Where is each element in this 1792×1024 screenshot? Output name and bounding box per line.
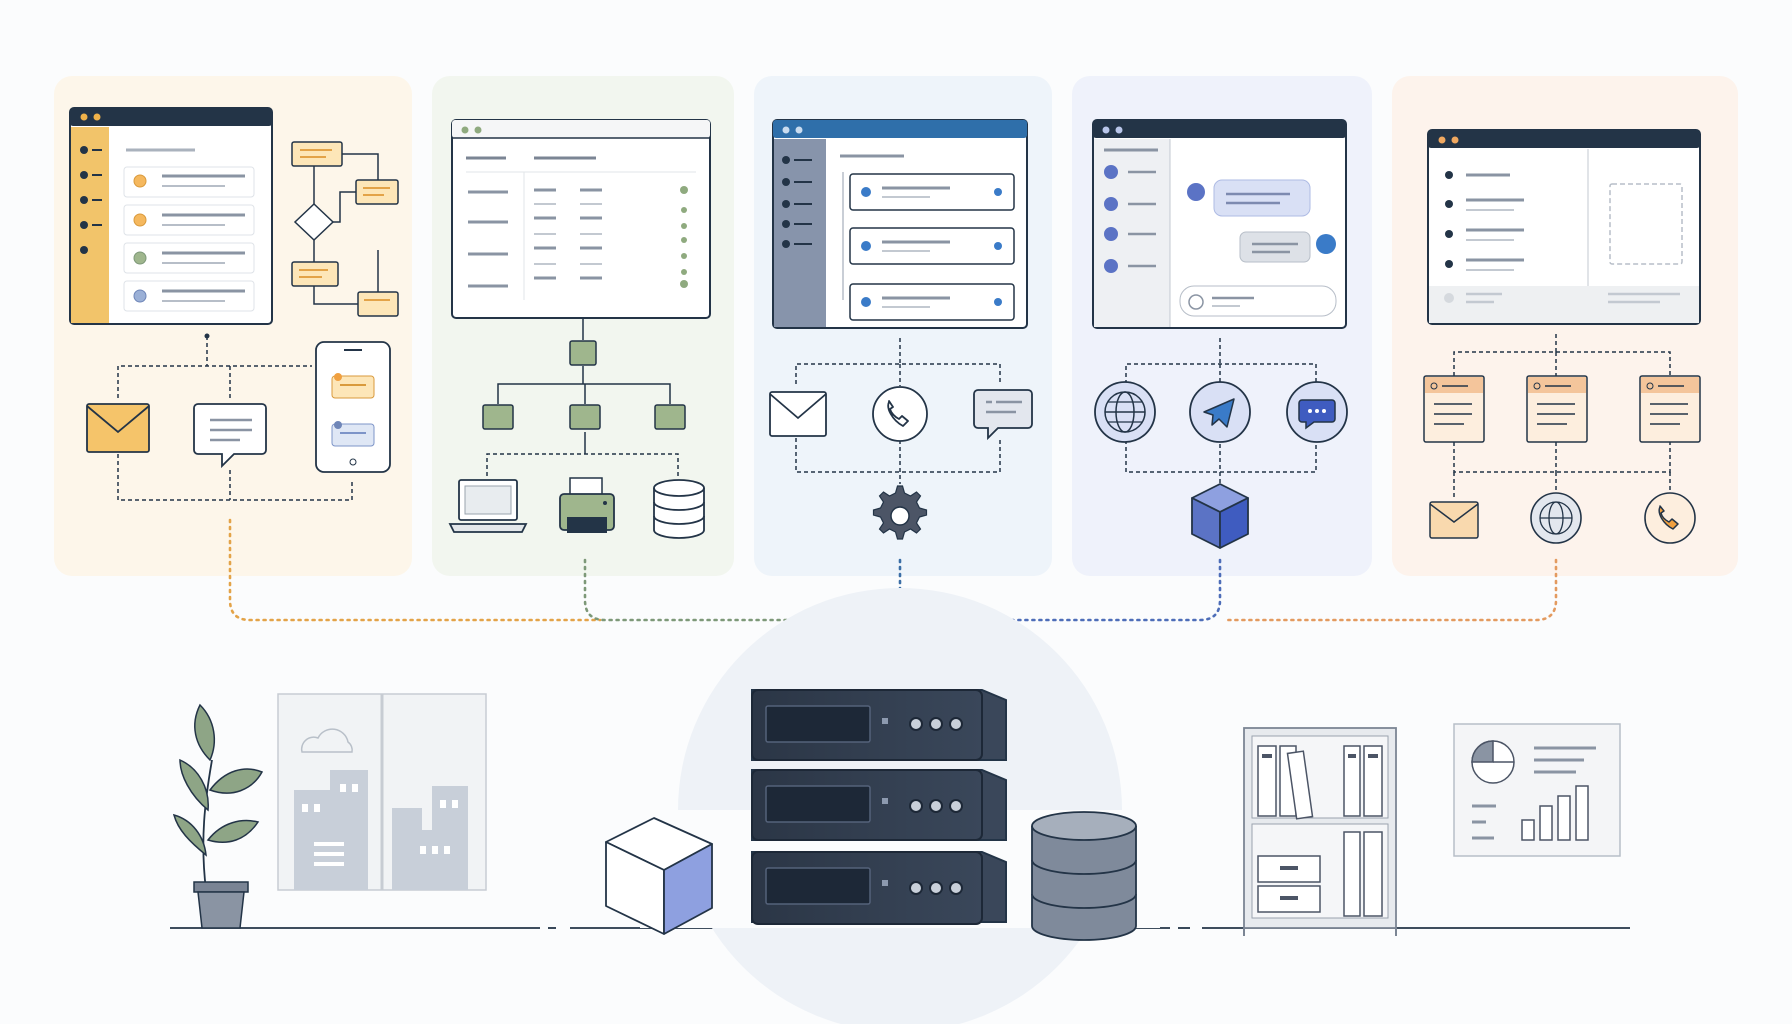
envelope-icon [769, 391, 827, 437]
database-icon [653, 479, 705, 539]
database-cylinder [1031, 811, 1137, 941]
phone-icon [1644, 492, 1696, 544]
globe-icon [1530, 492, 1582, 544]
connection-workflow [228, 518, 602, 622]
envelope-icon [86, 403, 150, 453]
app-window [772, 119, 1028, 329]
flowchart [291, 141, 399, 317]
panel-messaging [1092, 119, 1348, 549]
send-icon [1189, 381, 1251, 443]
globe-icon [1094, 381, 1156, 443]
printer-icon [559, 477, 615, 533]
list-item [123, 242, 255, 274]
form-card [1526, 375, 1588, 443]
laptop-icon [448, 479, 528, 533]
analytics-poster [1453, 723, 1621, 857]
gear-icon [872, 485, 928, 540]
server-rack [751, 689, 1007, 925]
connector-lines [117, 336, 353, 501]
connection-forms [1223, 558, 1558, 622]
message-icon [973, 389, 1033, 441]
cube-icon [1191, 483, 1249, 549]
connection-records [583, 558, 827, 690]
panel-records [448, 119, 711, 539]
connector-lines [795, 338, 1001, 484]
list-item [123, 280, 255, 312]
contact-card [849, 283, 1015, 321]
bookshelf [1243, 727, 1397, 936]
server-unit [751, 689, 1007, 761]
window-with-city [277, 693, 487, 891]
server-unit [751, 769, 1007, 841]
hierarchy-tree [486, 318, 679, 476]
app-window [1427, 129, 1701, 325]
tree-node [482, 340, 686, 430]
server-unit [751, 851, 1007, 925]
speech-bubble-icon [193, 403, 267, 469]
phone-icon [872, 386, 928, 442]
connector-lines [1453, 334, 1671, 500]
panel-contacts [769, 119, 1033, 540]
contact-card [849, 173, 1015, 211]
connector-lines [1125, 338, 1317, 486]
cube [605, 817, 713, 935]
app-window [451, 119, 711, 319]
chat-icon [1286, 381, 1348, 443]
form-card [1639, 375, 1701, 443]
form-card [1423, 375, 1485, 443]
app-window [69, 107, 273, 325]
app-window [1092, 119, 1347, 329]
list-item [123, 204, 255, 236]
list-item [123, 166, 255, 198]
envelope-icon [1429, 501, 1479, 539]
plant [172, 703, 264, 929]
panel-forms [1423, 129, 1701, 544]
panel-workflow [69, 107, 399, 501]
smartphone-chat-icon [315, 341, 391, 473]
contact-card [849, 227, 1015, 265]
